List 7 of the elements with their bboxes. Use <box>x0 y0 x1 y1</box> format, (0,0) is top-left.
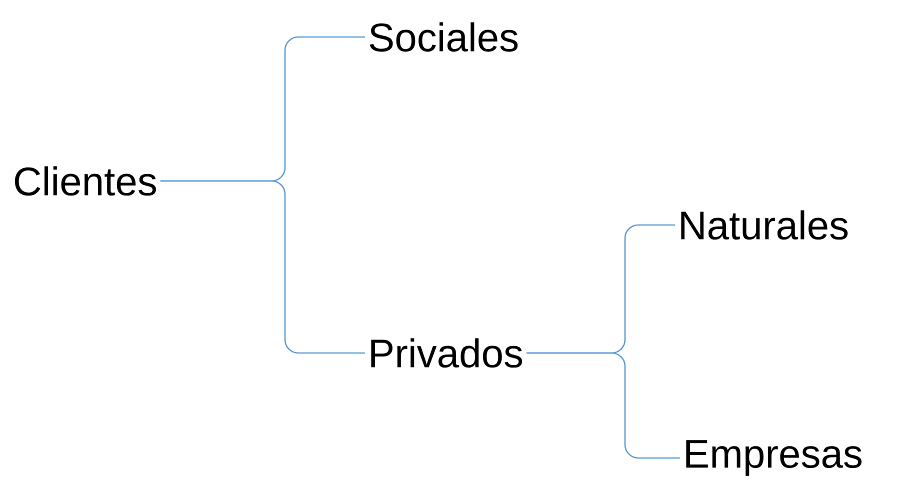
bracket-line <box>160 180 365 354</box>
bracket-line <box>526 352 680 459</box>
node-label: Naturales <box>681 210 848 240</box>
node-label: Empresas <box>686 440 862 476</box>
node-label: Sociales <box>370 22 518 52</box>
node-label: Privados <box>371 338 522 368</box>
node-label: Clientes <box>14 166 156 196</box>
